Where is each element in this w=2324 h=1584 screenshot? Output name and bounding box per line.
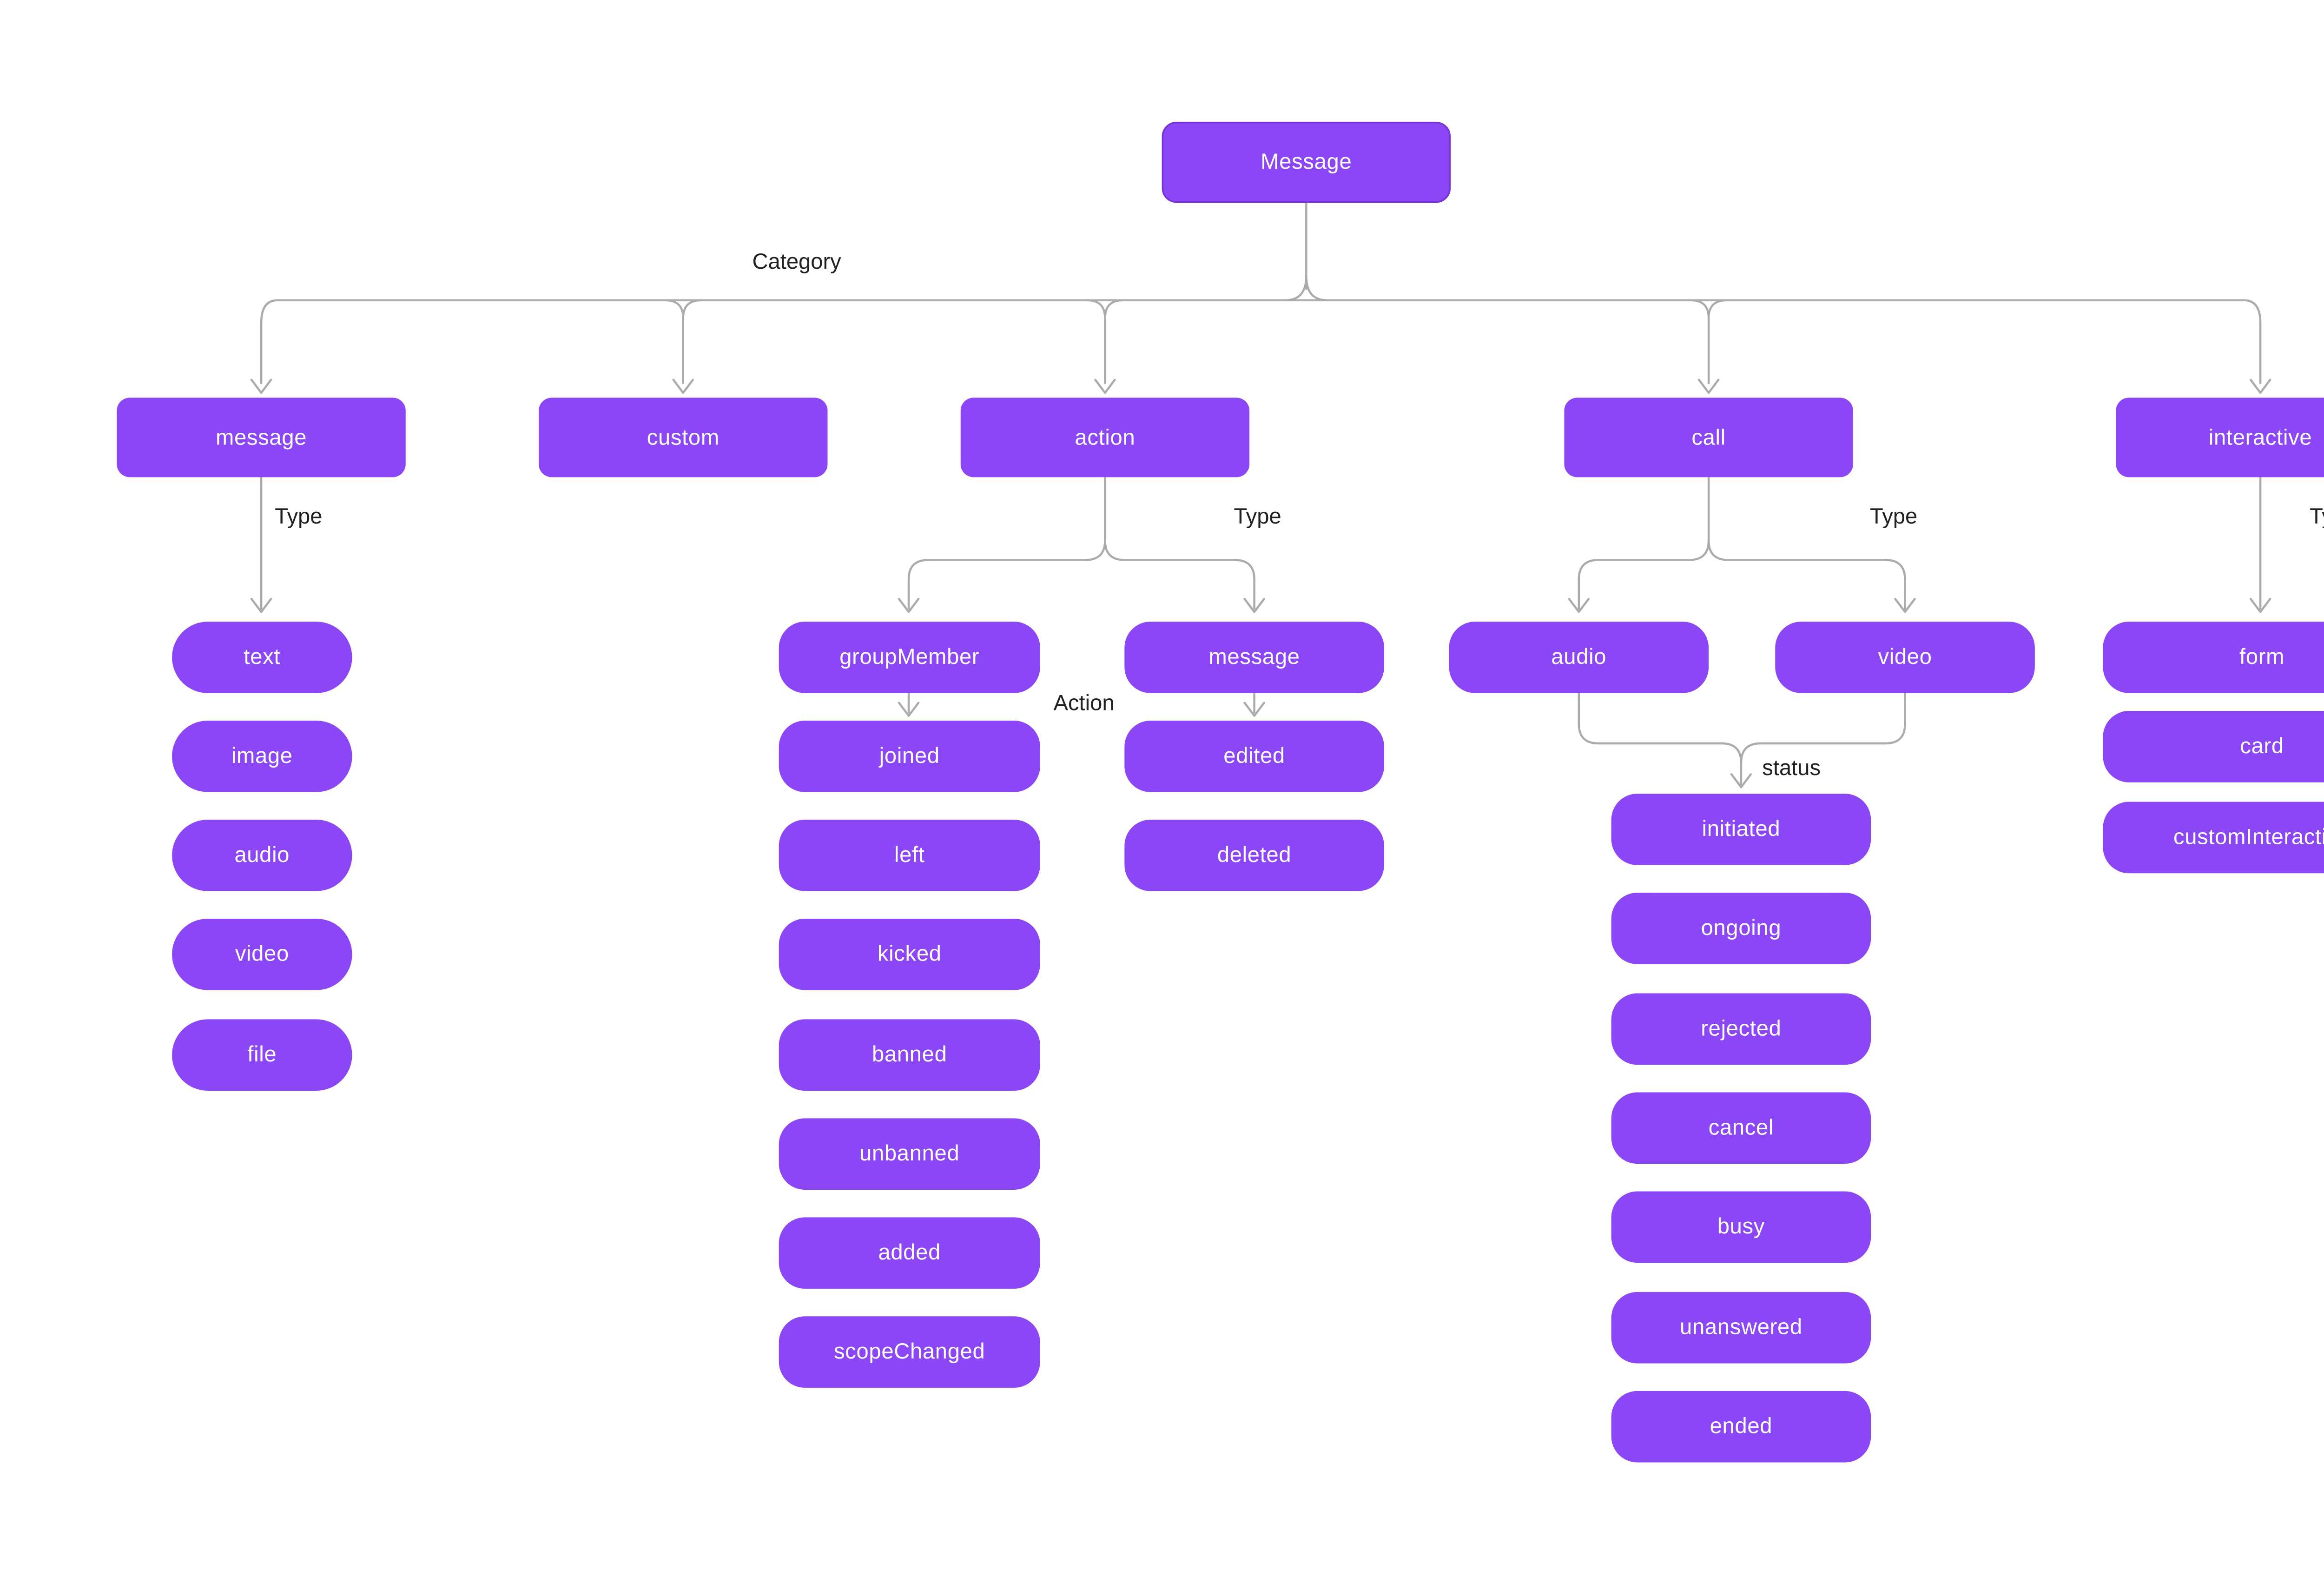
- node-form[interactable]: form: [2103, 622, 2324, 693]
- node-banned[interactable]: banned: [779, 1019, 1040, 1091]
- arrowhead-joined: [898, 702, 920, 717]
- arrowhead-text: [250, 597, 272, 613]
- node-joined[interactable]: joined: [779, 721, 1040, 792]
- arrowhead-interactive: [2249, 378, 2271, 394]
- node-cat-custom[interactable]: custom: [539, 398, 828, 477]
- arrowhead-action-message: [1243, 597, 1265, 613]
- node-edited[interactable]: edited: [1124, 721, 1384, 792]
- connector-action-right: [1104, 539, 1255, 610]
- node-ongoing[interactable]: ongoing: [1611, 893, 1871, 964]
- node-message-root[interactable]: Message: [1162, 121, 1451, 203]
- node-text[interactable]: text: [172, 622, 352, 693]
- connector-branch-custom: [664, 299, 702, 384]
- node-groupmember[interactable]: groupMember: [779, 622, 1040, 693]
- node-kicked[interactable]: kicked: [779, 918, 1040, 990]
- connector-call-right: [1707, 539, 1906, 610]
- arrowhead-edited: [1243, 702, 1265, 717]
- node-added[interactable]: added: [779, 1217, 1040, 1289]
- edge-label-type-call: Type: [1870, 504, 1918, 529]
- connector-action-left: [907, 539, 1106, 610]
- connector-branch-call: [1690, 299, 1728, 384]
- node-cancel[interactable]: cancel: [1611, 1092, 1871, 1164]
- arrowhead-form: [2249, 597, 2271, 613]
- node-call-audio[interactable]: audio: [1449, 622, 1709, 693]
- connector-audio-merge: [1578, 692, 1743, 764]
- arrowhead-groupmember: [898, 597, 920, 613]
- node-action-message[interactable]: message: [1124, 622, 1384, 693]
- node-file[interactable]: file: [172, 1019, 352, 1091]
- node-card[interactable]: card: [2103, 711, 2324, 782]
- edge-label-status: status: [1762, 756, 1821, 780]
- connector-root-flare-right: [1305, 275, 1328, 302]
- arrowhead-video: [1894, 597, 1916, 613]
- node-left[interactable]: left: [779, 820, 1040, 891]
- connector-branch-action: [1086, 299, 1124, 384]
- node-scopechanged[interactable]: scopeChanged: [779, 1316, 1040, 1388]
- edge-label-category: Category: [752, 249, 841, 274]
- arrowhead-audio: [1568, 597, 1590, 613]
- node-deleted[interactable]: deleted: [1124, 820, 1384, 891]
- node-call-video[interactable]: video: [1775, 622, 2035, 693]
- edge-label-type-interactive: Type: [2310, 504, 2324, 529]
- node-cat-action[interactable]: action: [960, 398, 1250, 477]
- node-cat-call[interactable]: call: [1564, 398, 1853, 477]
- connector-video-merge: [1740, 692, 1906, 764]
- edge-label-action: Action: [1053, 690, 1115, 715]
- connector-root-flare-left: [1284, 275, 1307, 302]
- node-image[interactable]: image: [172, 721, 352, 792]
- arrowhead-call: [1697, 378, 1720, 394]
- node-busy[interactable]: busy: [1611, 1191, 1871, 1263]
- edge-label-type-action: Type: [1234, 504, 1281, 529]
- connector-category-trunk: [260, 299, 2262, 324]
- node-cat-interactive[interactable]: interactive: [2116, 398, 2324, 477]
- arrowhead-initiated: [1730, 773, 1752, 789]
- arrowhead-custom: [672, 378, 694, 394]
- arrowhead-action: [1094, 378, 1116, 394]
- node-unanswered[interactable]: unanswered: [1611, 1292, 1871, 1364]
- arrowhead-message: [250, 378, 272, 394]
- node-cat-message[interactable]: message: [117, 398, 406, 477]
- node-ended[interactable]: ended: [1611, 1391, 1871, 1463]
- node-custominteractive[interactable]: customInteractive: [2103, 802, 2324, 874]
- node-rejected[interactable]: rejected: [1611, 993, 1871, 1065]
- node-video[interactable]: video: [172, 918, 352, 990]
- connector-call-left: [1578, 539, 1710, 610]
- node-audio[interactable]: audio: [172, 820, 352, 891]
- node-initiated[interactable]: initiated: [1611, 794, 1871, 865]
- edge-label-type-message: Type: [275, 504, 323, 529]
- node-unbanned[interactable]: unbanned: [779, 1118, 1040, 1190]
